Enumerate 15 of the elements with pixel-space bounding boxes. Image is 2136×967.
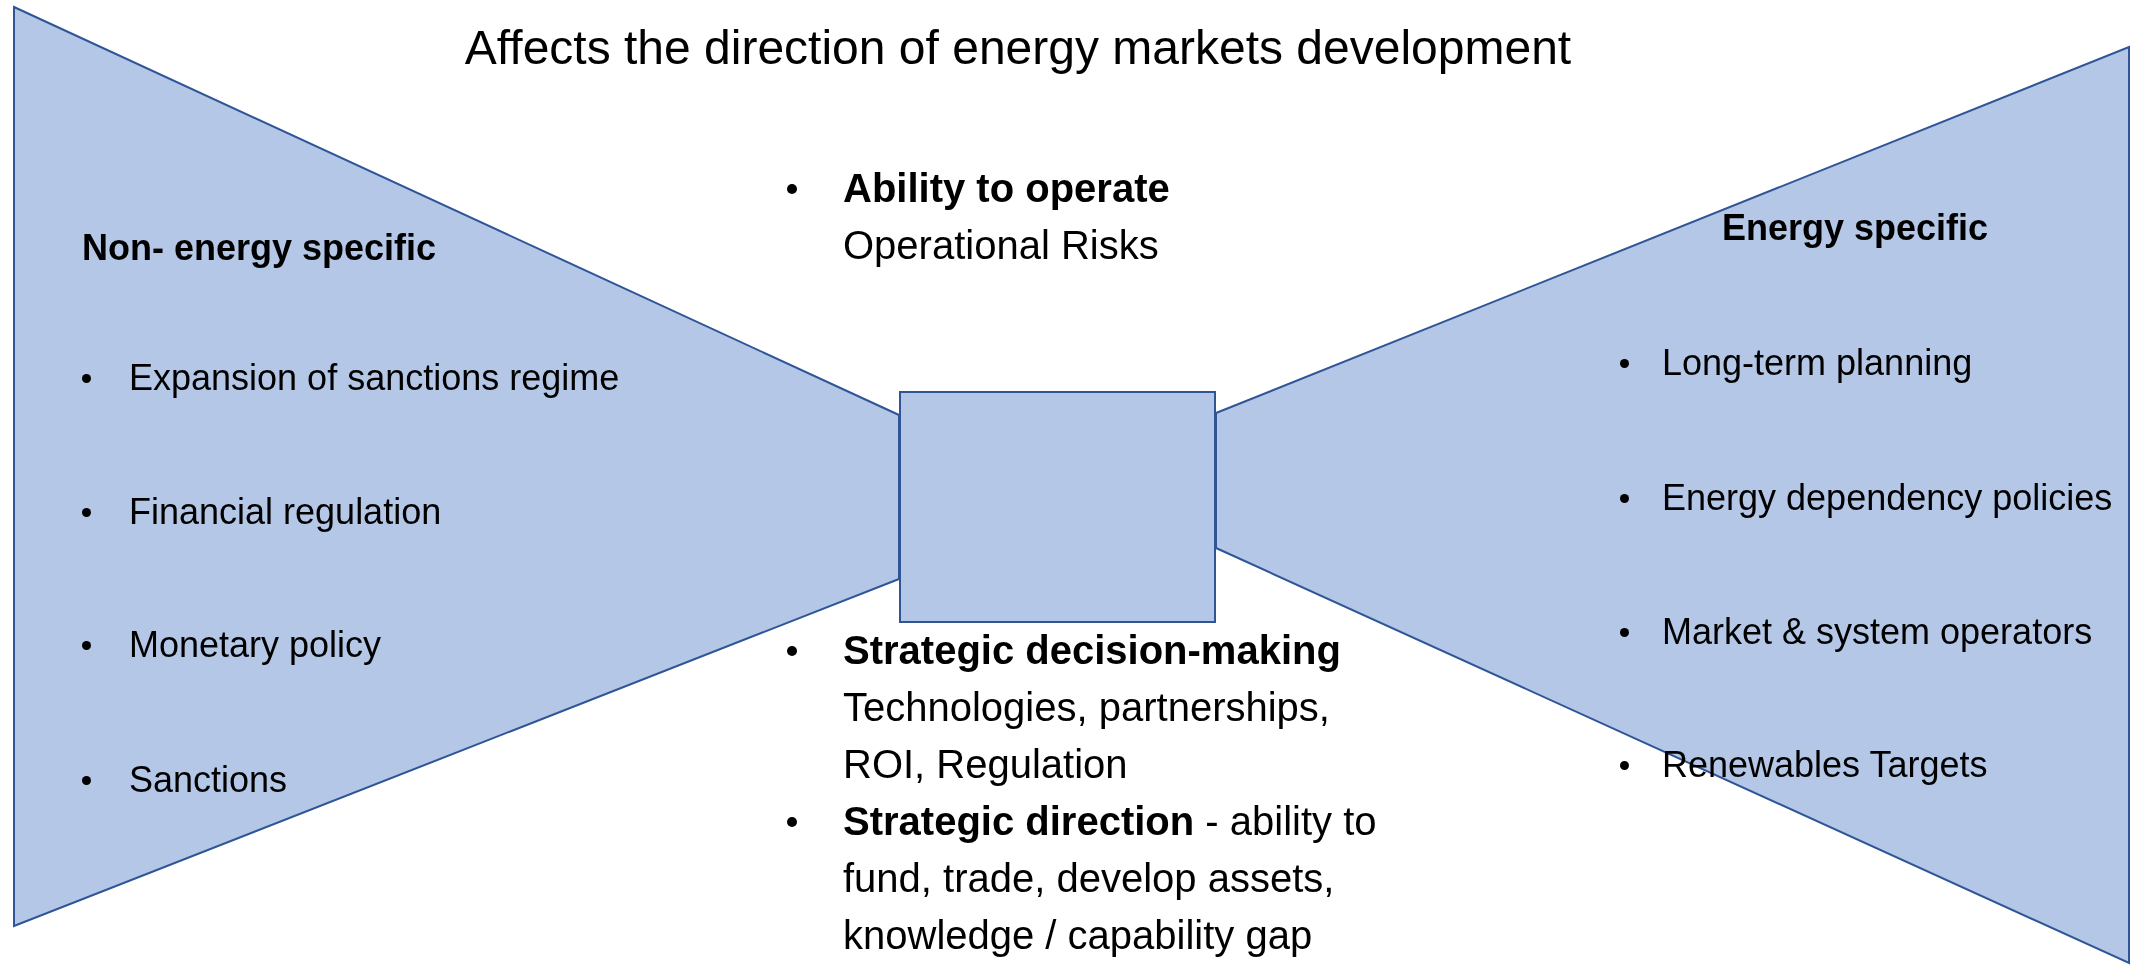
list-item: Market & system operators <box>1662 611 2093 653</box>
list-item: Expansion of sanctions regime <box>129 357 620 399</box>
list-item: Financial regulation <box>129 491 442 533</box>
list-item: Long-term planning <box>1662 342 1973 384</box>
bullet-heading: Ability to operate <box>843 165 1170 212</box>
list-item: Monetary policy <box>129 624 382 666</box>
title: Affects the direction of energy markets development <box>463 20 1573 76</box>
list-item: Energy dependency policies <box>1662 477 2113 519</box>
panel-heading: Non- energy specific <box>82 227 437 269</box>
bullet-text: Technologies, partnerships, ROI, Regulation <box>843 684 1331 788</box>
bullet-text: Strategic direction - ability to fund, trade, develop assets, knowledge / capability gap <box>843 798 1378 959</box>
bullet-text: Operational Risks <box>843 222 1160 269</box>
list-item: Sanctions <box>129 759 288 801</box>
panel-heading: Energy specific <box>1721 207 1989 249</box>
bullet-heading: Strategic decision-making <box>843 627 1342 674</box>
